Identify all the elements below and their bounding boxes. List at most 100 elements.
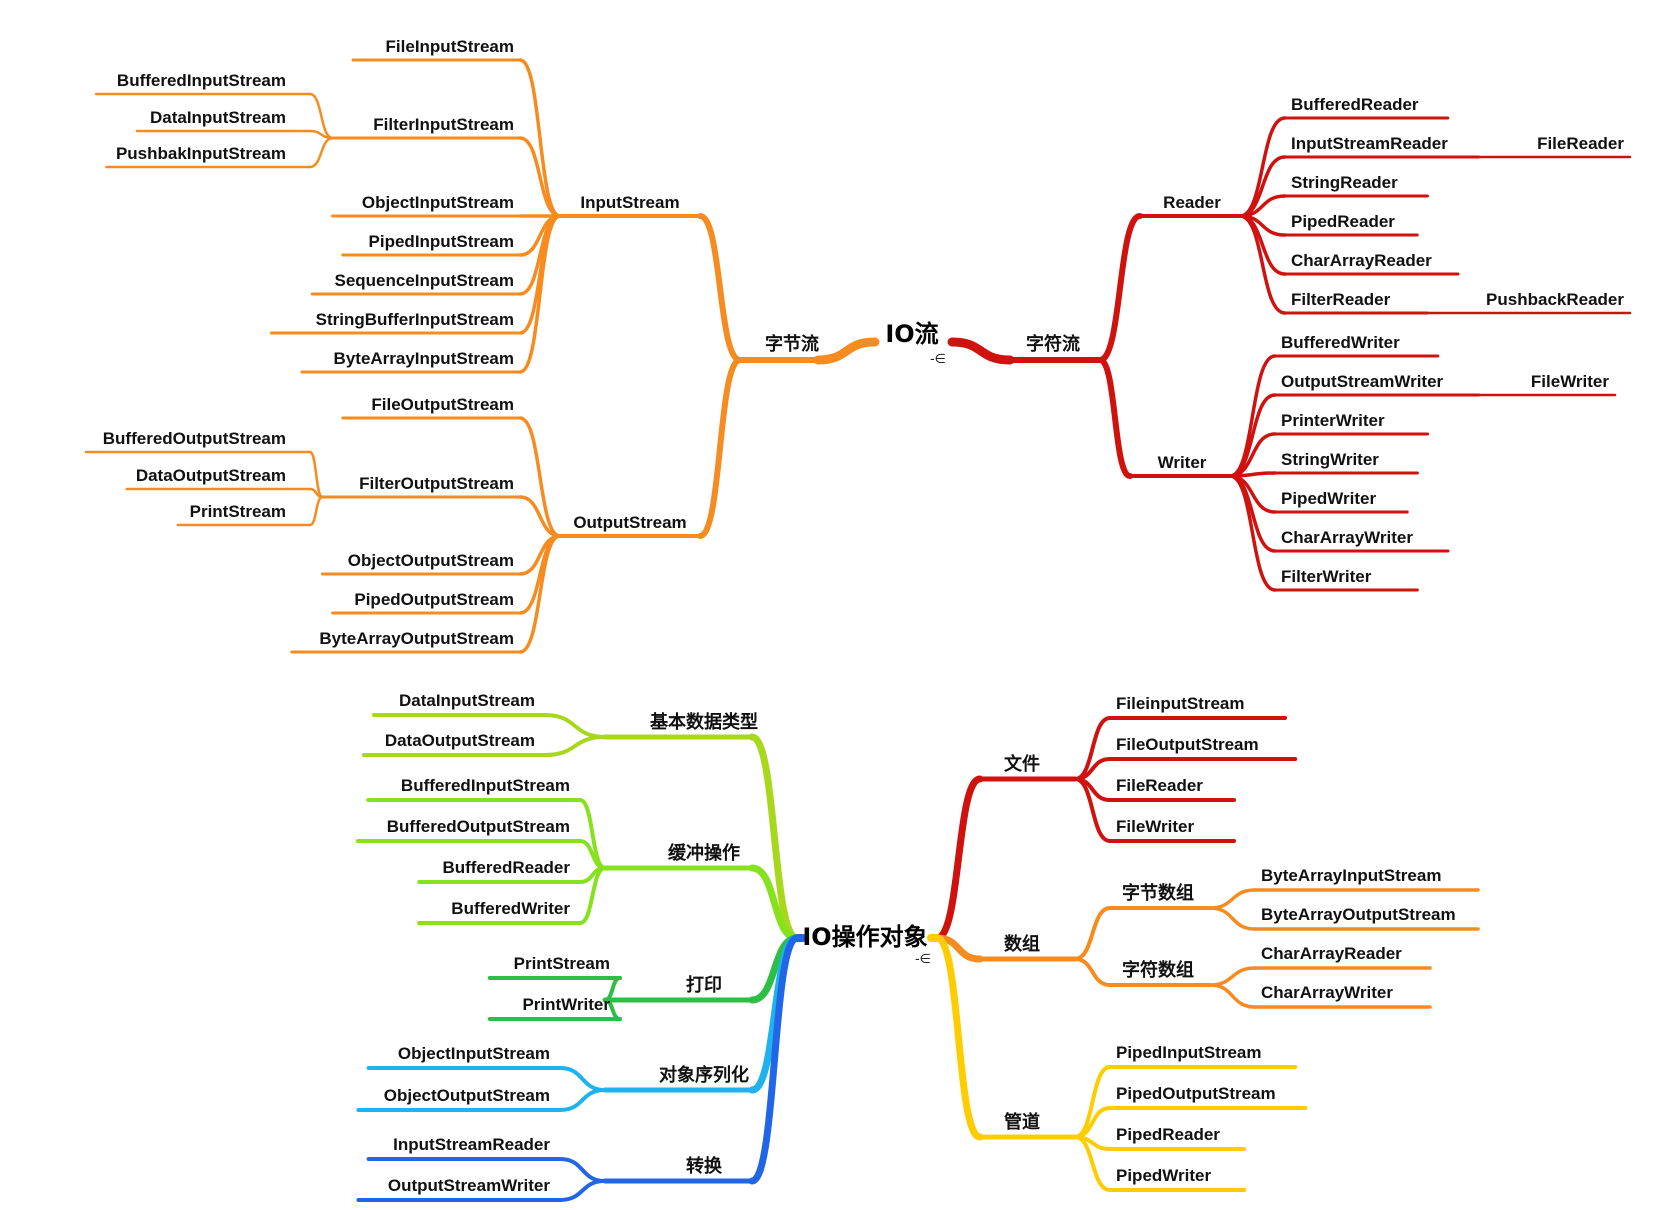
node-bytearrayinputstream[interactable]: ByteArrayInputStream [1261, 866, 1441, 885]
node-pipedinputstream[interactable]: PipedInputStream [369, 232, 514, 251]
branch-char-stream[interactable]: 字符流 [1026, 333, 1080, 355]
node-fileinputstream[interactable]: FileInputStream [386, 37, 514, 56]
node-chararrayreader[interactable]: CharArrayReader [1261, 944, 1402, 963]
node-objectinputstream[interactable]: ObjectInputStream [398, 1044, 550, 1063]
branch-file[interactable]: 文件 [1004, 753, 1040, 775]
connector-branch-0 [748, 733, 801, 942]
branch-pipe[interactable]: 管道 [1004, 1111, 1040, 1133]
node-pipedwriter[interactable]: PipedWriter [1281, 489, 1376, 508]
connector-reader [1097, 213, 1143, 363]
node-printerwriter[interactable]: PrinterWriter [1281, 411, 1385, 430]
node-inputstream[interactable]: InputStream [580, 193, 679, 212]
node-bufferedreader[interactable]: BufferedReader [1291, 95, 1419, 114]
connector-inputstreamreader [558, 1157, 607, 1183]
node-stringwriter[interactable]: StringWriter [1281, 450, 1379, 469]
connector-bytearrayinputstream [1208, 888, 1257, 910]
connector-outputstreamwriter [558, 1179, 607, 1202]
node-stringbufferinputstream[interactable]: StringBufferInputStream [316, 310, 514, 329]
connector-bytearrayoutputstream [518, 534, 562, 654]
branch-bytes-stream[interactable]: 字节流 [765, 333, 819, 355]
connector-pushbakinputstream [308, 136, 334, 169]
node-inputstreamreader[interactable]: InputStreamReader [1291, 134, 1448, 153]
node-fileoutputstream[interactable]: FileOutputStream [1116, 735, 1259, 754]
node-dataoutputstream[interactable]: DataOutputStream [385, 731, 535, 750]
node-pipedoutputstream[interactable]: PipedOutputStream [1116, 1084, 1276, 1103]
node-printstream[interactable]: PrintStream [190, 502, 286, 521]
branch-buffer-ops[interactable]: 缓冲操作 [668, 842, 740, 864]
node-filereader[interactable]: FileReader [1116, 776, 1203, 795]
connector-root-chars [947, 337, 1015, 365]
node-filereader[interactable]: FileReader [1537, 134, 1624, 153]
node-datainputstream[interactable]: DataInputStream [399, 691, 535, 710]
node-filewriter[interactable]: FileWriter [1116, 817, 1194, 836]
connector-filteroutputstream [518, 495, 562, 538]
node-objectoutputstream[interactable]: ObjectOutputStream [384, 1086, 550, 1105]
node-filterreader[interactable]: FilterReader [1291, 290, 1391, 309]
connector-objectinputstream [558, 1066, 607, 1092]
node-sequenceinputstream[interactable]: SequenceInputStream [335, 271, 515, 290]
branch-object-serialization[interactable]: 对象序列化 [659, 1064, 749, 1086]
branch-print[interactable]: 打印 [686, 974, 722, 996]
node-filterwriter[interactable]: FilterWriter [1281, 567, 1372, 586]
root-io-objects[interactable]: IO操作对象 [802, 923, 927, 951]
node-outputstream[interactable]: OutputStream [573, 513, 686, 532]
node-pipedwriter[interactable]: PipedWriter [1116, 1166, 1211, 1185]
connector-bufferedwriter [578, 866, 607, 925]
node-filteroutputstream[interactable]: FilterOutputStream [359, 474, 514, 493]
connector-objectoutputstream [558, 1088, 607, 1112]
node-pushbakinputstream[interactable]: PushbakInputStream [116, 144, 286, 163]
node-writer[interactable]: Writer [1158, 453, 1207, 472]
node-reader[interactable]: Reader [1163, 193, 1221, 212]
connector-bytearrayoutputstream [1208, 906, 1257, 931]
node-bufferedoutputstream[interactable]: BufferedOutputStream [387, 817, 570, 836]
connector-fileinputstream [518, 58, 562, 218]
node-pipedreader[interactable]: PipedReader [1291, 212, 1395, 231]
node-bytearrayoutputstream[interactable]: ByteArrayOutputStream [1261, 905, 1456, 924]
node-fileinputstream[interactable]: FileinputStream [1116, 694, 1244, 713]
node-bufferedwriter[interactable]: BufferedWriter [451, 899, 570, 918]
connector-chararraywriter [1208, 983, 1257, 1009]
node-printwriter[interactable]: PrintWriter [522, 995, 610, 1014]
node-char-array[interactable]: 字符数组 [1122, 959, 1194, 981]
connector-bytearrayinputstream [518, 214, 562, 374]
node-chararraywriter[interactable]: CharArrayWriter [1261, 983, 1393, 1002]
node-filterinputstream[interactable]: FilterInputStream [373, 115, 514, 134]
node-dataoutputstream[interactable]: DataOutputStream [136, 466, 286, 485]
node-outputstreamwriter[interactable]: OutputStreamWriter [388, 1176, 551, 1195]
node-bufferedreader[interactable]: BufferedReader [442, 858, 570, 877]
connector-byte-array [1073, 906, 1112, 961]
node-printstream[interactable]: PrintStream [514, 954, 610, 973]
connector-fileoutputstream [518, 416, 562, 538]
node-stringreader[interactable]: StringReader [1291, 173, 1398, 192]
node-pipedinputstream[interactable]: PipedInputStream [1116, 1043, 1261, 1062]
node-pushbackreader[interactable]: PushbackReader [1486, 290, 1624, 309]
collapse-marker-icon[interactable]: -∈ [915, 952, 931, 967]
node-objectinputstream[interactable]: ObjectInputStream [362, 193, 514, 212]
node-chararrayreader[interactable]: CharArrayReader [1291, 251, 1432, 270]
connector-filterinputstream [518, 136, 562, 218]
node-chararraywriter[interactable]: CharArrayWriter [1281, 528, 1413, 547]
node-inputstreamreader[interactable]: InputStreamReader [393, 1135, 550, 1154]
node-pipedreader[interactable]: PipedReader [1116, 1125, 1220, 1144]
branch-array[interactable]: 数组 [1004, 933, 1040, 955]
collapse-marker-icon[interactable]: -∈ [930, 352, 946, 367]
node-fileoutputstream[interactable]: FileOutputStream [371, 395, 514, 414]
node-objectoutputstream[interactable]: ObjectOutputStream [348, 551, 514, 570]
node-outputstreamwriter[interactable]: OutputStreamWriter [1281, 372, 1444, 391]
node-bufferedoutputstream[interactable]: BufferedOutputStream [103, 429, 286, 448]
root-io-stream[interactable]: IO流 [885, 320, 938, 348]
node-bufferedinputstream[interactable]: BufferedInputStream [117, 71, 286, 90]
node-bufferedwriter[interactable]: BufferedWriter [1281, 333, 1400, 352]
node-datainputstream[interactable]: DataInputStream [150, 108, 286, 127]
connector-chararrayreader [1208, 966, 1257, 987]
connector-branch-4 [748, 934, 801, 1185]
node-pipedoutputstream[interactable]: PipedOutputStream [354, 590, 514, 609]
branch-conversion[interactable]: 转换 [686, 1155, 723, 1177]
branch-basic-data-types[interactable]: 基本数据类型 [649, 711, 758, 733]
node-bufferedinputstream[interactable]: BufferedInputStream [401, 776, 570, 795]
node-bytearrayoutputstream[interactable]: ByteArrayOutputStream [319, 629, 514, 648]
node-bytearrayinputstream[interactable]: ByteArrayInputStream [334, 349, 514, 368]
connector-filterwriter [1228, 474, 1277, 592]
node-filewriter[interactable]: FileWriter [1531, 372, 1609, 391]
node-byte-array[interactable]: 字节数组 [1122, 882, 1194, 904]
